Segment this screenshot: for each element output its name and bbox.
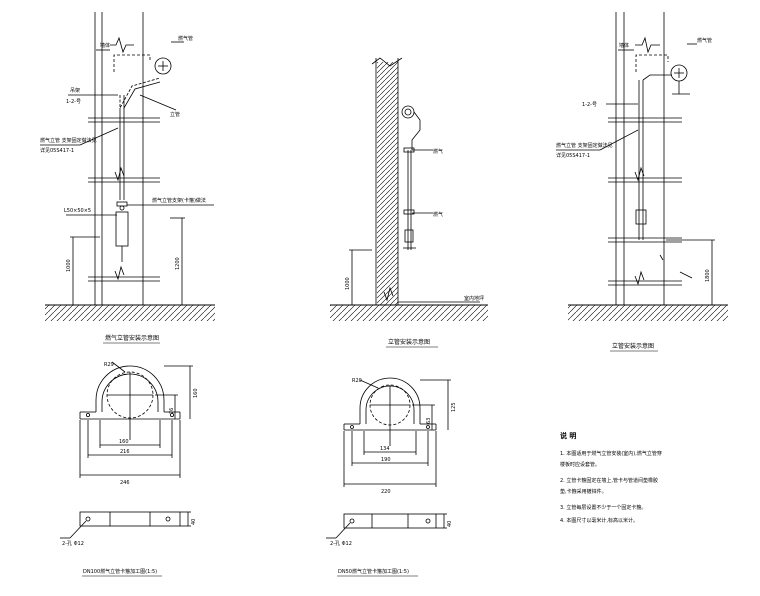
clamp2-height: 125: [451, 402, 457, 412]
view2-pipe-b-label: 燃气: [433, 211, 443, 218]
notes-title: 说 明: [560, 431, 576, 440]
clamp2-radius: R20: [352, 378, 362, 384]
notes-item-6: 4. 本图尺寸以毫米计,标高以米计。: [560, 517, 638, 524]
view1-fix-note-2: 详见05S417-1: [40, 147, 74, 154]
view1-riser-elevation: [40, 12, 214, 305]
view1-dim-right: 1200: [175, 257, 181, 270]
clamp1-caption: DN100燃气立管卡箍加工图(1:5): [83, 568, 157, 575]
view2-wall-hatch: [377, 62, 398, 305]
view3-fix-note-2: 详见05S417-1: [556, 152, 590, 159]
clamp2-hole: 2-孔 Φ12: [330, 540, 352, 547]
clamp2-half-height: 63: [426, 418, 432, 424]
clamp1-height: 160: [193, 388, 199, 398]
notes-item-5: 3. 立管每层设置不少于一个固定卡箍。: [560, 504, 646, 511]
view1-wall-label: 墙体: [100, 42, 110, 49]
view2-floor-label: 室内地坪: [464, 295, 484, 302]
view1-gas-pipe-label: 燃气管: [178, 35, 193, 42]
clamp1-inner-width: 160: [119, 439, 129, 445]
view3-riser-elevation: [556, 12, 715, 305]
clamp1-radius: R29: [104, 362, 114, 368]
notes-item-4: 垫,卡箍采用镀锌件。: [560, 488, 607, 495]
clamp2-thickness: 40: [447, 521, 453, 527]
clamp1-side-view: [60, 511, 191, 539]
view3-ground-hatch: [568, 305, 728, 321]
notes-item-1: 1. 本图适用于燃气立管安装(室内),燃气立管穿: [560, 450, 662, 457]
view2-ground-hatch: [330, 305, 488, 321]
clamp1-outer-width: 246: [120, 480, 130, 486]
clamp2-caption: DN50燃气立管卡箍加工图(1:5): [338, 568, 409, 575]
clamp1-mid-width: 216: [120, 449, 130, 455]
view1-riser-label: 燃气立管支架(卡箍)做法: [152, 197, 206, 204]
view1-vertical-pipe-label: 立管: [170, 111, 180, 118]
notes-item-2: 楼板时应设套管。: [560, 461, 600, 468]
clamp1-half-height: 76: [169, 408, 175, 414]
view1-angle-steel-label: L50×50×5: [64, 208, 91, 214]
view1-caption: 燃气立管安装示意图: [105, 334, 159, 342]
view1-fix-note-1: 燃气立管 支架固定做法见: [40, 137, 97, 144]
clamp1-hole: 2-孔 Φ12: [62, 540, 84, 547]
view3-hanger-code: 1-2-号: [582, 102, 597, 108]
view1-hanger-code: 1-2-号: [66, 99, 81, 105]
clamp1-front-view: [79, 361, 193, 478]
clamp1-thickness: 40: [191, 519, 197, 525]
clamp2-mid-width: 190: [381, 457, 391, 463]
notes-item-3: 2. 立管卡箍固定在墙上,管卡与管道间垫橡胶: [560, 477, 658, 484]
clamp2-side-view: [326, 513, 447, 539]
clamp2-front-view: [343, 377, 451, 487]
view1-dim-left: 1000: [66, 259, 72, 272]
view1-hanger-label: 吊架: [70, 88, 80, 94]
view3-caption: 立管安装示意图: [612, 342, 654, 350]
view1-ground-hatch: [45, 305, 215, 321]
clamp2-inner-width: 134: [380, 446, 390, 452]
view3-wall-label: 墙体: [619, 42, 629, 49]
clamp2-outer-width: 220: [381, 489, 391, 495]
view2-caption: 立管安装示意图: [388, 338, 430, 346]
view3-dim-right: 1800: [705, 269, 711, 282]
view2-pipe-a-label: 燃气: [433, 148, 443, 155]
view2-dim-left: 1000: [345, 277, 351, 290]
notes-block: 说 明 1. 本图适用于燃气立管安装(室内),燃气立管穿 楼板时应设套管。 2.…: [560, 431, 662, 524]
view2-riser-section: [349, 57, 480, 305]
view3-gas-pipe-label: 燃气管: [697, 37, 712, 44]
view3-fix-note-1: 燃气立管 支架固定做法见: [556, 142, 613, 149]
